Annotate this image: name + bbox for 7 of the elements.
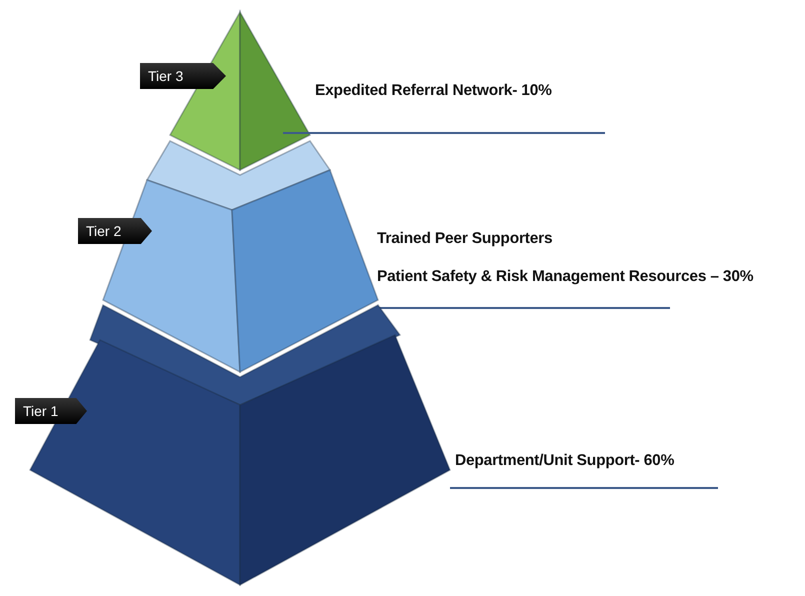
tier-tag: Tier 1 xyxy=(15,398,87,424)
tier-description: Expedited Referral Network- 10% xyxy=(315,82,552,100)
tier-tag: Tier 2 xyxy=(78,218,152,244)
tier-description: Trained Peer Supporters xyxy=(377,230,552,248)
tier-tag: Tier 3 xyxy=(140,63,226,89)
tier-description: Patient Safety & Risk Management Resources – 30% xyxy=(377,268,754,286)
tier-description: Department/Unit Support- 60% xyxy=(455,452,674,470)
